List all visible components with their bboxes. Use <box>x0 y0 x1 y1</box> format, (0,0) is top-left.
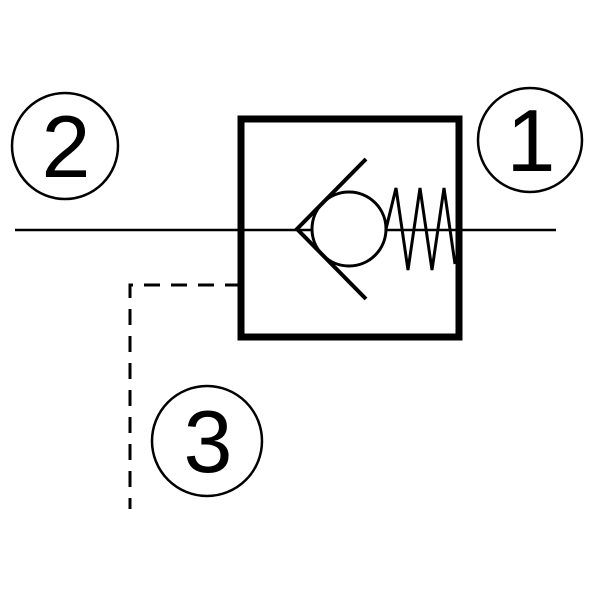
pilot-line-dashed <box>128 283 241 509</box>
spring <box>384 187 457 271</box>
port-2-callout-circle <box>10 91 120 201</box>
valve-body <box>237 115 463 341</box>
port-2-label: 2 <box>42 97 91 196</box>
valve-seat <box>294 157 368 301</box>
port-1-label: 1 <box>507 91 556 190</box>
port-3-callout-circle <box>150 384 264 498</box>
port-1-callout-circle <box>476 86 584 194</box>
port-3-label: 3 <box>184 392 233 491</box>
schematic-lines <box>10 86 584 509</box>
port-labels: 2 1 3 <box>42 91 556 491</box>
